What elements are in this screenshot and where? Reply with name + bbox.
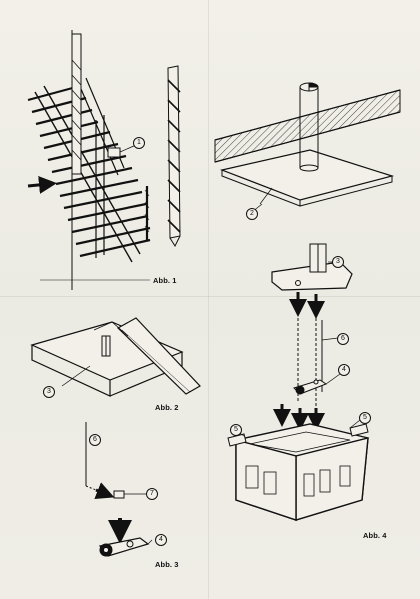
callout-2: 2 <box>246 208 258 220</box>
callout-6-fig3: 6 <box>89 434 101 446</box>
figure-4-assembly <box>227 243 369 521</box>
figure-3-parts <box>85 422 153 557</box>
caption-abb-3: Abb. 3 <box>155 560 179 569</box>
callout-4-fig4: 4 <box>338 364 350 376</box>
callout-1: 1 <box>133 137 145 149</box>
caption-abb-4: Abb. 4 <box>363 531 387 540</box>
caption-abb-2: Abb. 2 <box>155 403 179 412</box>
callout-3-fig2: 3 <box>43 386 55 398</box>
track-sleepers <box>27 84 151 258</box>
drill-bit-vertical <box>71 33 82 175</box>
figure-2-base-plate <box>214 82 401 207</box>
fold-line-horizontal <box>0 296 420 297</box>
callout-5-left: 5 <box>230 424 242 436</box>
callout-3-top: 3 <box>332 256 344 268</box>
drill-bit-large <box>167 65 181 248</box>
figure-1-drill-turnout <box>27 30 181 290</box>
callout-7: 7 <box>146 488 158 500</box>
figure-block-drill <box>30 317 201 397</box>
caption-abb-1: Abb. 1 <box>153 276 177 285</box>
callout-5-right: 5 <box>359 412 371 424</box>
drill-bit-small <box>144 186 150 240</box>
fold-line-vertical <box>208 0 209 599</box>
callout-4-fig3: 4 <box>155 534 167 546</box>
callout-6-fig4: 6 <box>337 333 349 345</box>
